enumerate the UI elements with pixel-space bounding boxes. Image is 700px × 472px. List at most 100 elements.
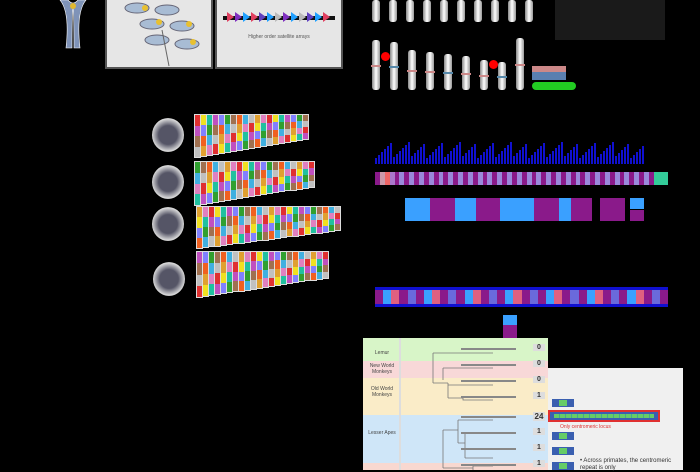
logo-letter: [609, 145, 611, 164]
chromosome-segment: [207, 135, 212, 145]
logo-letter: [525, 144, 527, 164]
chromosome-segment: [263, 269, 268, 279]
primate-face-image: [152, 118, 184, 152]
band-segment: [383, 290, 392, 304]
logo-letter: [435, 149, 437, 164]
count-label: 0: [533, 360, 545, 367]
monomer-arrow: [251, 12, 258, 22]
karyotype-row: [196, 206, 341, 249]
band-segment: [609, 172, 615, 185]
chromosome-segment: [227, 262, 232, 272]
monomer-arrow: [323, 12, 330, 22]
karyotype-chromosome: [280, 251, 287, 285]
logo-letter: [405, 145, 407, 164]
band-segment: [407, 290, 416, 304]
band-segment: [526, 172, 532, 185]
karyotype-chromosome: [280, 206, 287, 238]
chromosome-segment: [257, 279, 262, 288]
karyotype-chromosome: [214, 251, 221, 295]
chromosome-segment: [279, 129, 284, 136]
chromosome-segment: [201, 172, 206, 183]
chromosome-segment: [249, 123, 254, 132]
chromosome-segment: [219, 115, 224, 125]
band-segment: [624, 172, 630, 185]
chromosome-segment: [273, 115, 278, 123]
band-segment: [438, 172, 444, 185]
chromosome-segment: [195, 146, 200, 157]
chromosome-segment: [293, 214, 298, 222]
logo-letter: [618, 153, 620, 164]
chromosome-segment: [299, 221, 304, 228]
karyotype-chromosome: [292, 206, 299, 237]
band-segment: [648, 172, 654, 185]
logo-letter: [528, 158, 530, 164]
chromosome-segment: [273, 162, 278, 170]
chromosome-segment: [225, 162, 230, 172]
chromosome-segment: [261, 178, 266, 186]
chromosome: [515, 38, 525, 90]
chromosome-segment: [285, 183, 290, 190]
band-segment: [536, 172, 542, 185]
repeat-block: [454, 198, 476, 221]
karyotype-chromosome: [298, 251, 305, 282]
karyotype-chromosome: [272, 114, 279, 145]
logo-letter: [516, 153, 518, 164]
chromosome-segment: [197, 217, 202, 228]
chromosome-segment: [239, 216, 244, 225]
chromosome-segment: [257, 223, 262, 232]
band-segment: [423, 290, 432, 304]
logo-letter: [570, 150, 572, 164]
chromosome-segment: [245, 271, 250, 281]
chromosome-segment: [291, 162, 296, 169]
chromosome-segment: [323, 258, 328, 265]
chromosome-segment: [255, 131, 260, 139]
band-segment: [497, 290, 506, 304]
karyotype-chromosome: [220, 251, 227, 294]
karyotype-chromosome: [266, 161, 273, 194]
chromosome-segment: [303, 168, 308, 175]
chromosome-segment: [225, 181, 230, 191]
chromosome-segment: [227, 272, 232, 282]
species-label: [461, 380, 516, 382]
chromosome-segment: [273, 129, 278, 137]
karyotype-chromosome: [236, 161, 243, 199]
chromosome-segment: [219, 124, 224, 134]
chromosome-segment: [239, 234, 244, 243]
chromosome-segment: [275, 222, 280, 231]
chromosome-segment: [287, 228, 292, 236]
band-segment: [546, 172, 552, 185]
chromosome-segment: [257, 252, 262, 261]
phylogeny-panel: Lemur New World Monkeys Old World Monkey…: [363, 338, 548, 470]
chromosome-segment: [311, 266, 316, 273]
chromosome-segment: [267, 177, 272, 186]
logo-letter: [642, 146, 644, 164]
chromosome-band: [443, 72, 453, 74]
karyotype-chromosome: [232, 206, 239, 244]
species-label: [461, 464, 516, 466]
chromosome-segment: [219, 162, 224, 172]
legend-blue: [532, 72, 566, 80]
chromosome-segment: [279, 136, 284, 143]
sequence-logo: [375, 140, 665, 164]
chromosome-segment: [285, 162, 290, 169]
chromosome-segment: [243, 170, 248, 180]
karyotype-chromosome: [244, 251, 251, 291]
chromosome-segment: [213, 115, 218, 125]
chromosome-segment: [201, 193, 206, 204]
repeat-unit-icon: [552, 447, 574, 455]
logo-letter: [591, 146, 593, 164]
chromosome-segment: [209, 236, 214, 246]
band-segment: [614, 172, 620, 185]
array-band: [375, 287, 669, 307]
karyotype-chromosome: [200, 161, 207, 205]
logo-letter: [534, 152, 536, 164]
chromosome-segment: [317, 252, 322, 259]
logo-letter: [588, 149, 590, 164]
chromosome-segment: [291, 115, 296, 122]
repeat-unit-icon: [552, 432, 574, 440]
count-label: 1: [533, 444, 545, 451]
logo-letter: [540, 146, 542, 164]
logo-letter: [465, 153, 467, 164]
chromosome-segment: [215, 207, 220, 217]
karyotype-chromosome: [206, 161, 213, 204]
